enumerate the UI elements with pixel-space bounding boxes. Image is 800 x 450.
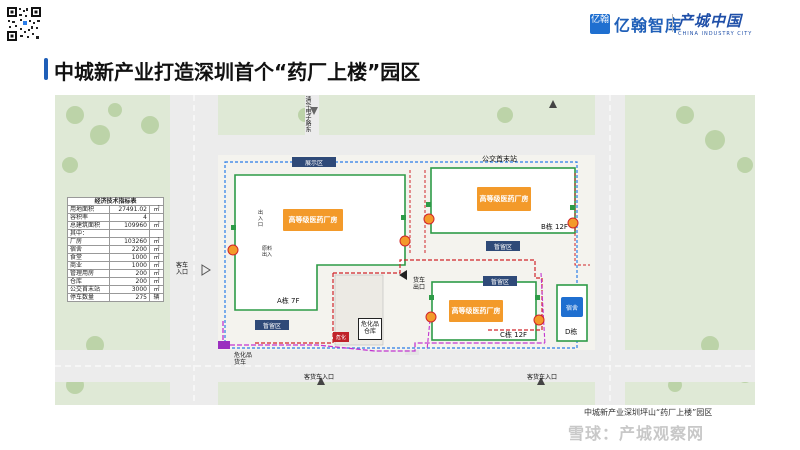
table-cell-value bbox=[108, 229, 151, 238]
table-cell-value: 4 bbox=[108, 213, 151, 222]
title-accent-bar bbox=[44, 58, 48, 80]
table-cell-unit: 辆 bbox=[149, 293, 164, 302]
table-cell-unit: ㎡ bbox=[149, 237, 164, 246]
a-inner-label: 原料 出入 bbox=[262, 246, 273, 258]
chancheng-logo-subtext: CHINA INDUSTRY CITY bbox=[678, 31, 753, 37]
building-a-outline bbox=[234, 174, 406, 311]
table-cell-unit: ㎡ bbox=[149, 221, 164, 230]
table-cell-unit: ㎡ bbox=[149, 253, 164, 262]
chem-store-box: 危化品 仓库 bbox=[358, 318, 382, 340]
table-cell-label: 公交首末站 bbox=[67, 285, 110, 294]
table-cell-value: 1000 bbox=[108, 253, 151, 262]
table-cell-value: 2200 bbox=[108, 245, 151, 254]
table-cell-value: 3000 bbox=[108, 285, 151, 294]
temp-area-b: 暂留区 bbox=[486, 241, 520, 251]
route-red-west bbox=[255, 273, 334, 344]
route-magenta-2 bbox=[426, 272, 546, 351]
table-cell-unit bbox=[149, 229, 164, 238]
table-row: 其中： bbox=[67, 229, 164, 238]
truck-entrance-left: 客货车入口 bbox=[304, 374, 335, 381]
table-cell-label: 总建筑面积 bbox=[67, 221, 110, 230]
road-north bbox=[218, 135, 595, 155]
gate-markers bbox=[201, 100, 579, 385]
route-magenta bbox=[222, 320, 545, 352]
site-boundary bbox=[224, 161, 578, 349]
table-cell-unit: ㎡ bbox=[149, 205, 164, 214]
table-cell-label: 其中： bbox=[67, 229, 110, 238]
exit-small-label: 出 入 口 bbox=[258, 210, 264, 228]
passenger-gate-label: 客车 入口 bbox=[176, 262, 189, 276]
dorm-box: 宿舍 bbox=[561, 297, 583, 317]
table-cell-value: 275 bbox=[108, 293, 151, 302]
table-cell-unit bbox=[149, 213, 164, 222]
sw-gate bbox=[218, 341, 230, 349]
table-cell-value: 200 bbox=[108, 269, 151, 278]
factory-c-label: 高等级医药厂房 bbox=[449, 300, 503, 322]
table-cell-unit: ㎡ bbox=[149, 245, 164, 254]
table-cell-label: 容积率 bbox=[67, 213, 110, 222]
chancheng-logo-text: 产城中国 bbox=[678, 12, 743, 30]
yihan-logo-text: 亿翰智库 bbox=[614, 16, 683, 35]
temp-area-a: 暂留区 bbox=[255, 320, 289, 330]
table-cell-unit: ㎡ bbox=[149, 277, 164, 286]
north-display-box: 展示区 bbox=[292, 157, 336, 167]
building-b-name: B栋 12F bbox=[541, 223, 568, 231]
temp-area-c: 暂留区 bbox=[483, 276, 517, 286]
table-cell-unit: ㎡ bbox=[149, 261, 164, 270]
building-d-name: D栋 bbox=[565, 328, 578, 336]
table-cell-value: 103260 bbox=[108, 237, 151, 246]
north-road-label: 清华电子路东 bbox=[304, 96, 311, 132]
truck-exit-label: 货车 出口 bbox=[413, 277, 426, 291]
table-cell-value: 27491.02 bbox=[108, 205, 151, 214]
yihan-logo-mark: 亿翰 bbox=[590, 14, 610, 34]
table-cell-value: 200 bbox=[108, 277, 151, 286]
lane-markings bbox=[55, 95, 755, 405]
table-heading: 经济技术指标表 bbox=[67, 197, 164, 206]
table-cell-label: 仓库 bbox=[67, 277, 110, 286]
factory-a-label: 高等级医药厂房 bbox=[283, 209, 343, 231]
table-cell-label: 管理用房 bbox=[67, 269, 110, 278]
logo-divider bbox=[672, 14, 673, 32]
page-title: 中城新产业打造深圳首个“药厂上楼”园区 bbox=[54, 60, 421, 84]
factory-b-label: 高等级医药厂房 bbox=[477, 187, 531, 211]
hazard-truck-label: 危化品 货车 bbox=[234, 352, 253, 366]
table-cell-label: 食堂 bbox=[67, 253, 110, 262]
table-cell-label: 停车数量 bbox=[67, 293, 110, 302]
yihan-logo: 亿翰 亿翰智库 bbox=[590, 12, 682, 36]
chancheng-logo: 产城中国 CHINA INDUSTRY CITY bbox=[678, 10, 778, 37]
table-cell-label: 商业 bbox=[67, 261, 110, 270]
table-cell-value: 109960 bbox=[108, 221, 151, 230]
qr-code-icon bbox=[6, 6, 42, 42]
table-cell-unit: ㎡ bbox=[149, 269, 164, 278]
table-cell-label: 用地面积 bbox=[67, 205, 110, 214]
truck-entrance-right: 客货车入口 bbox=[527, 374, 558, 381]
table-cell-value: 1000 bbox=[108, 261, 151, 270]
building-a-name: A栋 7F bbox=[277, 297, 300, 305]
table-cell-unit: ㎡ bbox=[149, 285, 164, 294]
map-caption: 中城新产业深圳坪山“药厂上楼”园区 bbox=[584, 408, 713, 417]
bus-station-label: 公交首末站 bbox=[482, 155, 517, 163]
table-cell-label: 厂房 bbox=[67, 237, 110, 246]
hazard-gate-box: 危化 bbox=[333, 332, 349, 342]
table-cell-label: 宿舍 bbox=[67, 245, 110, 254]
watermark: 雪球：产城观察网 bbox=[568, 424, 705, 443]
building-c-name: C栋 12F bbox=[500, 331, 528, 339]
